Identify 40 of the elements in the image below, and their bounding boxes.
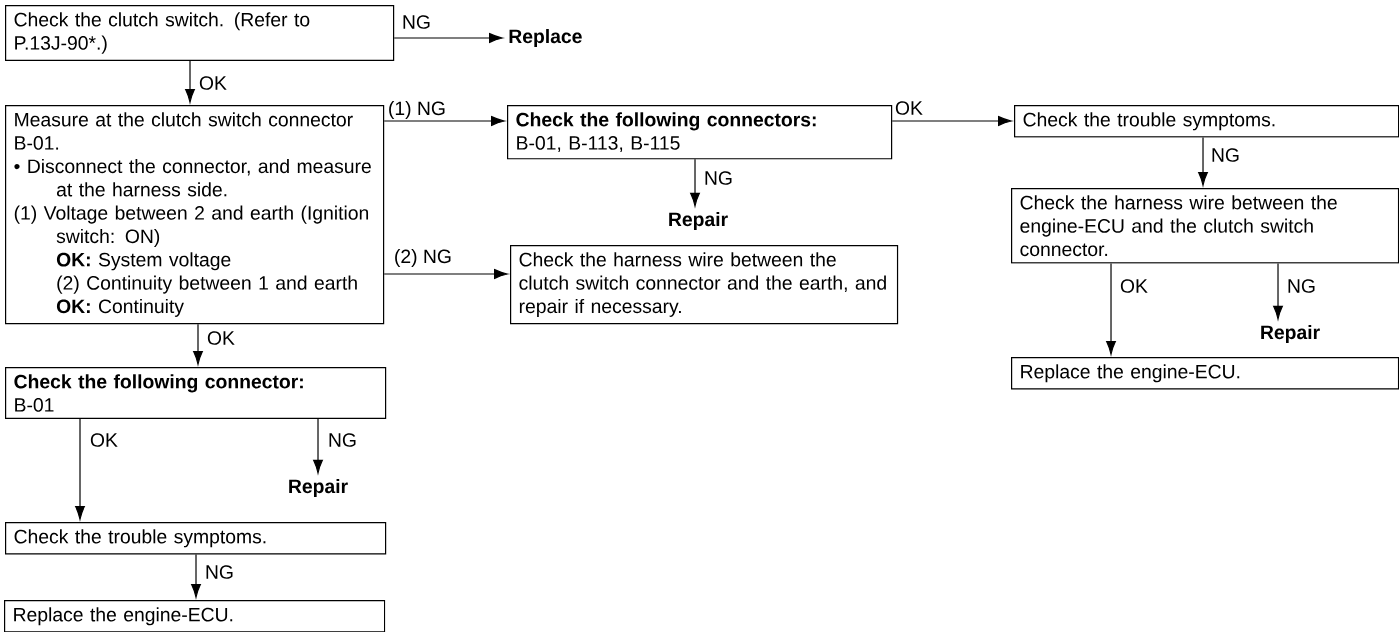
edge-label: OK bbox=[90, 433, 118, 447]
edge-label: OK bbox=[199, 76, 227, 90]
arrow bbox=[891, 116, 1012, 126]
process-box: Check the trouble symptoms. bbox=[5, 522, 387, 555]
edge-label: NG bbox=[329, 433, 356, 447]
edge-label: NG bbox=[206, 565, 233, 579]
arrow bbox=[313, 418, 323, 474]
arrow bbox=[1273, 262, 1283, 320]
process-box: Check the trouble symptoms. bbox=[1014, 105, 1399, 138]
arrow bbox=[75, 418, 85, 520]
edge-label: OK bbox=[895, 101, 923, 115]
process-box: Check the harness wire between the clutch switch connector and the earth, and repair if necessary. bbox=[510, 245, 899, 325]
process-box: Check the following connector: B-01 bbox=[5, 367, 387, 420]
process-box: Check the clutch switch. (Refer to P.13J-90*.) bbox=[5, 5, 395, 61]
edge-label: NG bbox=[1288, 279, 1315, 293]
arrow bbox=[393, 33, 503, 43]
action-text: Repair bbox=[289, 479, 348, 497]
process-box: Measure at the clutch switch connector B-01. • Disconnect the connector, and measure at the harness side. (1) Voltage between 2 and earth (Ignition switch: ON) OK: System voltage (2) Continuity between 1 and earth OK: Continuity bbox=[5, 105, 385, 325]
action-text: Repair bbox=[669, 212, 728, 230]
arrow bbox=[1106, 262, 1116, 355]
action-text: Replace bbox=[509, 29, 582, 47]
arrow bbox=[383, 116, 505, 126]
arrow bbox=[1198, 136, 1208, 186]
arrow bbox=[690, 158, 700, 207]
process-box: Check the following connectors: B-01, B-113, B-115 bbox=[507, 105, 893, 160]
edge-label: (1) NG bbox=[389, 101, 445, 119]
edge-label: NG bbox=[1212, 148, 1239, 162]
arrow bbox=[191, 553, 201, 598]
edge-label: OK bbox=[207, 331, 235, 345]
action-text: Repair bbox=[1261, 325, 1320, 343]
arrow bbox=[383, 269, 508, 279]
process-box: Replace the engine-ECU. bbox=[4, 600, 386, 632]
edge-label: NG bbox=[705, 171, 732, 185]
arrow bbox=[193, 323, 203, 365]
edge-label: (2) NG bbox=[395, 249, 451, 267]
edge-label: NG bbox=[403, 15, 430, 29]
edge-label: OK bbox=[1120, 279, 1148, 293]
arrow bbox=[185, 60, 195, 103]
process-box: Check the harness wire between the engine-ECU and the clutch switch connector. bbox=[1011, 188, 1399, 264]
process-box: Replace the engine-ECU. bbox=[1011, 357, 1399, 390]
